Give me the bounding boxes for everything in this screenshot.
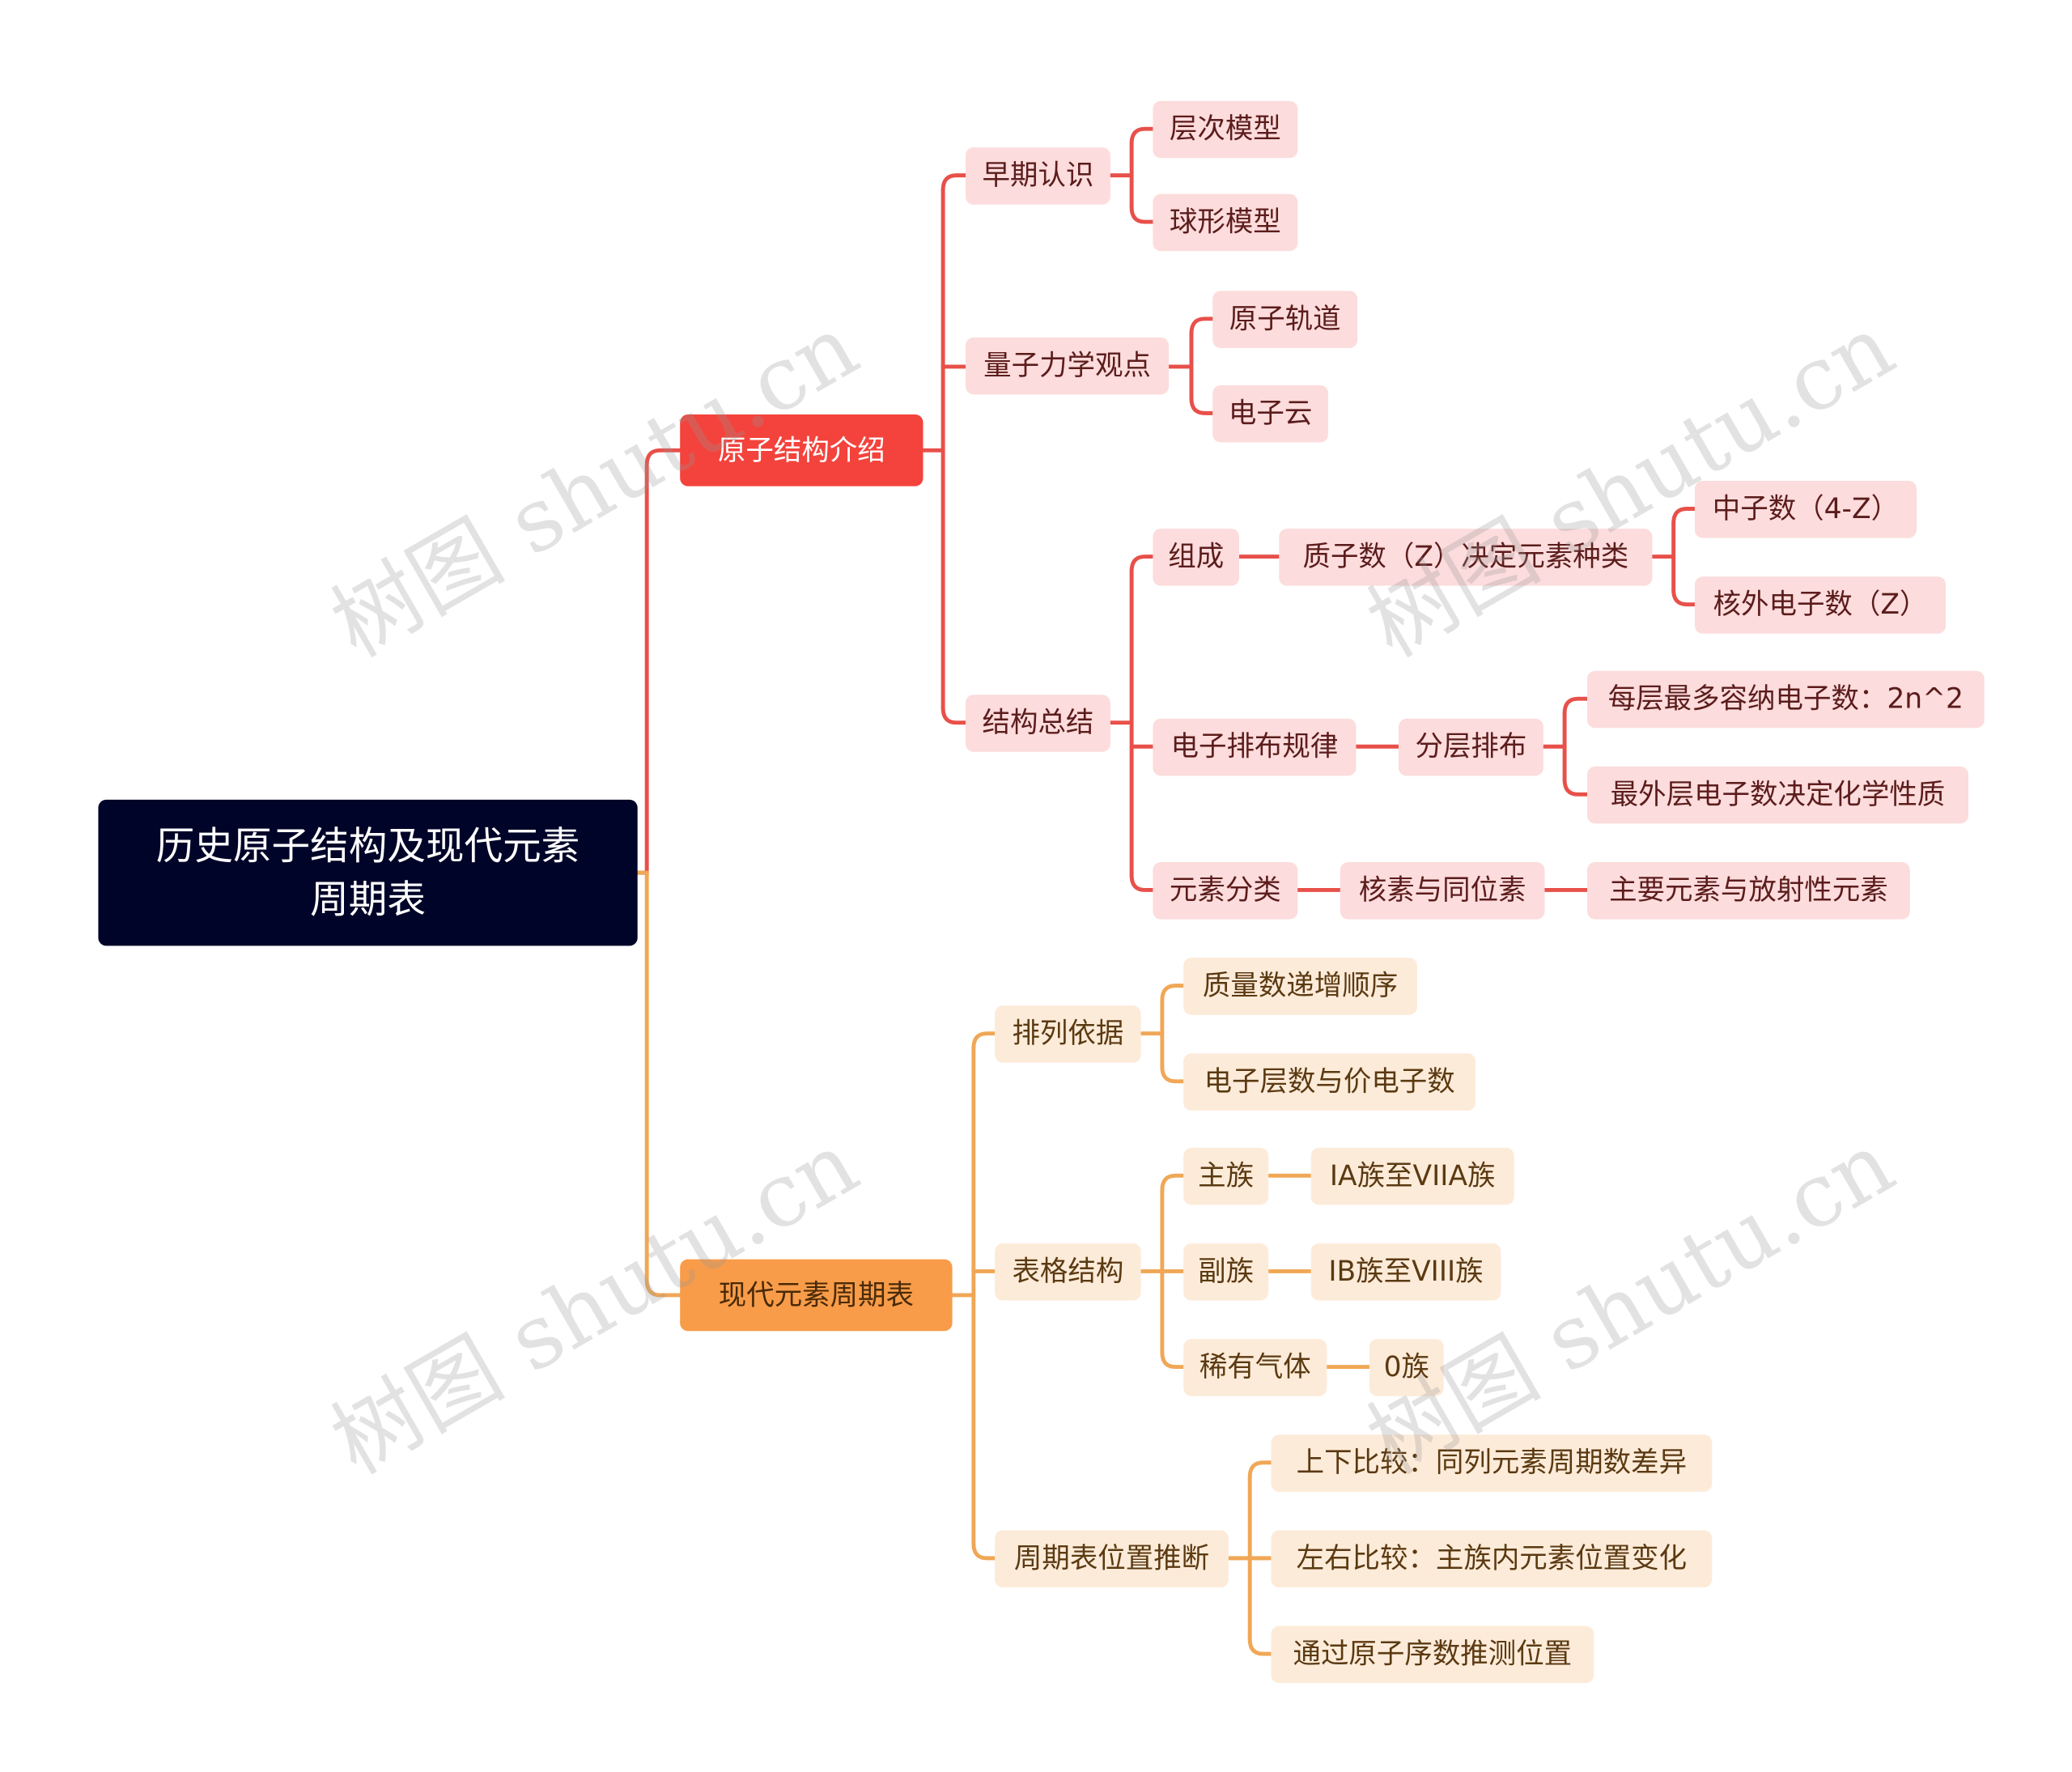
leaf-label: 最外层电子数决定化学性质 <box>1610 779 1946 811</box>
leaf-main-radioactive[interactable]: 主要元素与放射性元素 <box>1586 862 1910 920</box>
topic-quantum-view[interactable]: 量子力学观点 <box>966 337 1170 395</box>
topic-label: 排列依据 <box>1012 1018 1124 1051</box>
branch-label: 原子结构介绍 <box>717 434 885 466</box>
node-label: 核素与同位素 <box>1358 874 1526 907</box>
root-title: 历史原子结构及现代元素周期表 <box>155 823 580 922</box>
topic-label: 周期表位置推断 <box>1013 1542 1210 1575</box>
leaf-label: 原子轨道 <box>1229 303 1341 336</box>
node-label: 分层排布 <box>1415 731 1527 763</box>
leaf-main-group-range[interactable]: IA族至VIIA族 <box>1310 1147 1514 1205</box>
leaf-electron-number[interactable]: 核外电子数（Z） <box>1694 576 1947 634</box>
node-proton-number[interactable]: 质子数（Z）决定元素种类 <box>1279 529 1653 586</box>
leaf-label: 层次模型 <box>1169 113 1281 146</box>
topic-label: 早期认识 <box>982 159 1094 192</box>
leaf-label: 电子云 <box>1228 397 1313 430</box>
leaf-sub-group-range[interactable]: IB族至VIII族 <box>1310 1243 1501 1301</box>
topic-electron-arrangement[interactable]: 电子排布规律 <box>1153 718 1357 776</box>
topic-label: 组成 <box>1168 541 1225 573</box>
topic-main-group[interactable]: 主族 <box>1183 1147 1269 1205</box>
leaf-group-zero[interactable]: 0族 <box>1369 1339 1444 1396</box>
branch-atomic-structure[interactable]: 原子结构介绍 <box>680 414 923 487</box>
topic-noble-gas[interactable]: 稀有气体 <box>1183 1339 1327 1396</box>
leaf-shell-valence[interactable]: 电子层数与价电子数 <box>1183 1053 1476 1111</box>
leaf-label: 中子数（4-Z） <box>1712 493 1900 525</box>
leaf-label: 0族 <box>1383 1351 1430 1383</box>
topic-label: 稀有气体 <box>1199 1351 1311 1383</box>
topic-table-structure[interactable]: 表格结构 <box>995 1243 1141 1301</box>
leaf-label: IB族至VIII族 <box>1328 1256 1484 1288</box>
leaf-layer-model[interactable]: 层次模型 <box>1153 100 1298 159</box>
topic-structure-summary[interactable]: 结构总结 <box>966 695 1110 752</box>
topic-position-inference[interactable]: 周期表位置推断 <box>995 1530 1229 1587</box>
topic-element-classification[interactable]: 元素分类 <box>1153 862 1298 920</box>
leaf-label: 主要元素与放射性元素 <box>1609 874 1888 907</box>
branch-periodic-table[interactable]: 现代元素周期表 <box>680 1259 953 1332</box>
topic-label: 元素分类 <box>1169 874 1281 907</box>
topic-early-understanding[interactable]: 早期认识 <box>966 147 1110 205</box>
topic-label: 表格结构 <box>1012 1256 1124 1288</box>
leaf-label: 上下比较：同列元素周期数差异 <box>1296 1447 1688 1480</box>
leaf-max-electrons[interactable]: 每层最多容纳电子数：2n^2 <box>1586 670 1985 729</box>
leaf-label: 左右比较：主族内元素位置变化 <box>1296 1542 1688 1575</box>
topic-label: 副族 <box>1198 1256 1255 1288</box>
leaf-label: 通过原子序数推测位置 <box>1293 1638 1573 1671</box>
leaf-mass-number-order[interactable]: 质量数递增顺序 <box>1183 958 1417 1015</box>
topic-composition[interactable]: 组成 <box>1153 529 1240 586</box>
node-layered[interactable]: 分层排布 <box>1398 718 1543 776</box>
leaf-electron-cloud[interactable]: 电子云 <box>1212 385 1328 443</box>
leaf-atomic-orbital[interactable]: 原子轨道 <box>1212 291 1358 348</box>
leaf-valence-property[interactable]: 最外层电子数决定化学性质 <box>1586 766 1968 824</box>
topic-label: 主族 <box>1198 1160 1255 1192</box>
leaf-label: 电子层数与价电子数 <box>1204 1065 1455 1098</box>
leaf-label: 每层最多容纳电子数：2n^2 <box>1607 683 1964 716</box>
leaf-atomic-number-infer[interactable]: 通过原子序数推测位置 <box>1271 1625 1594 1684</box>
leaf-label: 球形模型 <box>1169 206 1281 239</box>
topic-label: 电子排布规律 <box>1170 731 1339 763</box>
branch-label: 现代元素周期表 <box>718 1279 915 1311</box>
leaf-label: 质量数递增顺序 <box>1202 970 1399 1002</box>
root-topic[interactable]: 历史原子结构及现代元素周期表 <box>98 799 638 946</box>
topic-sub-group[interactable]: 副族 <box>1183 1243 1269 1301</box>
topic-label: 结构总结 <box>982 707 1094 740</box>
leaf-label: 核外电子数（Z） <box>1713 589 1928 621</box>
node-nuclide-isotope[interactable]: 核素与同位素 <box>1340 862 1545 920</box>
leaf-label: IA族至VIIA族 <box>1329 1160 1496 1192</box>
leaf-vertical-compare[interactable]: 上下比较：同列元素周期数差异 <box>1271 1434 1713 1492</box>
node-label: 质子数（Z）决定元素种类 <box>1302 541 1629 573</box>
leaf-horizontal-compare[interactable]: 左右比较：主族内元素位置变化 <box>1271 1530 1713 1587</box>
topic-arrangement-basis[interactable]: 排列依据 <box>995 1005 1141 1063</box>
leaf-neutron-number[interactable]: 中子数（4-Z） <box>1694 481 1917 538</box>
leaf-sphere-model[interactable]: 球形模型 <box>1153 193 1298 252</box>
topic-label: 量子力学观点 <box>983 350 1151 382</box>
